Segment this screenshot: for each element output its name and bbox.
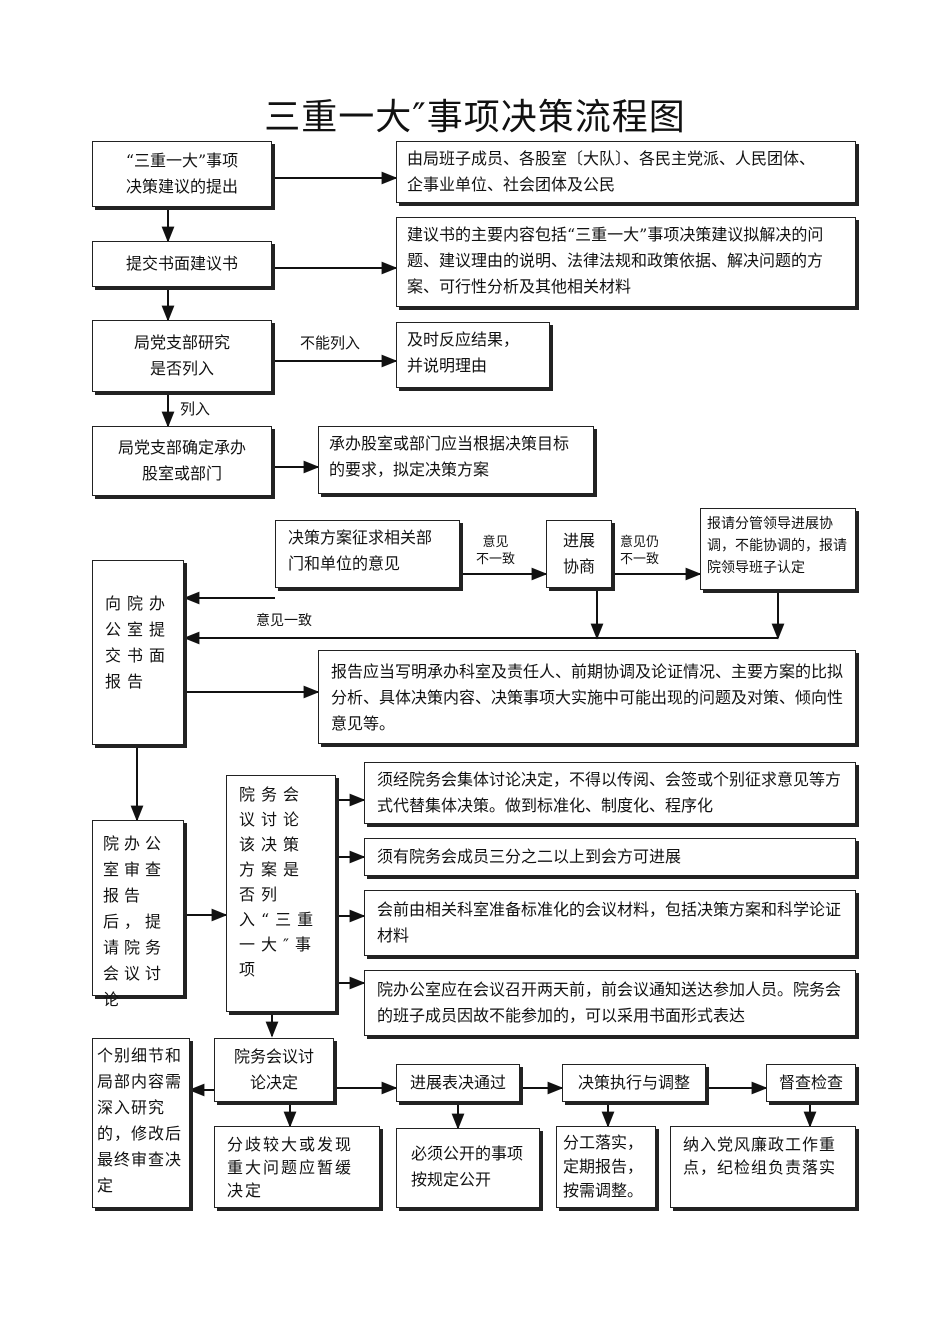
page-title: 三重一大″事项决策流程图 <box>264 97 686 138</box>
listed-label: 列入 <box>180 400 211 418</box>
meeting-decide-box: 院务会议讨 论决定 <box>214 1038 334 1102</box>
execute-adjust-box: 决策执行与调整 <box>562 1064 706 1102</box>
vote-pass-box: 进展表决通过 <box>396 1064 520 1102</box>
divide-work-note: 分工落实， 定期报告， 按需调整。 <box>556 1126 656 1208</box>
office-review-box: 院办公室审查报告后，提请院务会议讨论 <box>92 820 184 1009</box>
details-review-box: 个别细节和局部内容需深入研究的，修改后最终审查决定 <box>92 1038 190 1208</box>
agree-label: 意见一致 <box>256 613 312 629</box>
meeting-discuss-box: 院务会议讨论该决策方案是否列入“三重一大″事项 <box>226 775 336 1012</box>
research-box: 局党支部研究 是否列入 <box>92 320 272 392</box>
proposal-box: “三重一大”事项 决策建议的提出 <box>92 141 272 207</box>
not-listed-label: 不能列入 <box>300 334 361 352</box>
still-disagree-label: 意见仍 不一致 <box>620 535 660 567</box>
proposal-content-note: 建议书的主要内容包括“三重一大”事项决策建议拟解决的问题、建议理由的说明、法律法… <box>396 217 856 307</box>
assign-dept-note: 承办股室或部门应当根据决策目标的要求，拟定决策方案 <box>318 426 594 494</box>
submit-proposal-box: 提交书面建议书 <box>92 241 272 287</box>
negotiate-box: 进展 协商 <box>546 520 612 588</box>
assign-dept-box: 局党支部确定承办 股室或部门 <box>92 426 272 496</box>
rule-notice: 院办公室应在会议召开两天前，前会议通知送达参加人员。院务会的班子成员因故不能参加… <box>364 970 856 1036</box>
rule-materials: 会前由相关科室准备标准化的会议材料，包括决策方案和科学论证材料 <box>364 890 856 956</box>
postpone-note: 分歧较大或发现重大问题应暂缓决定 <box>214 1126 380 1208</box>
disagree-label: 意见 不一致 <box>476 535 516 567</box>
rule-quorum: 须有院务会成员三分之二以上到会方可进展 <box>364 838 856 876</box>
integrate-note: 纳入党风廉政工作重点，纪检组负责落实 <box>670 1126 856 1208</box>
reject-reason-note: 及时反应结果， 并说明理由 <box>396 322 550 388</box>
proposal-source-note: 由局班子成员、各股室〔大队〕、各民主党派、人民团体、 企事业单位、社会团体及公民 <box>396 141 856 203</box>
report-content-note: 报告应当写明承办科室及责任人、前期协调及论证情况、主要方案的比拟分析、具体决策内… <box>318 650 856 744</box>
rule-collective-decision: 须经院务会集体讨论决定，不得以传阅、会签或个别征求意见等方式代替集体决策。做到标… <box>364 762 856 824</box>
supervise-box: 督查检查 <box>766 1064 856 1102</box>
escalate-leader-box: 报请分管领导进展协调，不能协调的，报请院领导班子认定 <box>700 508 856 590</box>
publicize-note: 必须公开的事项按规定公开 <box>396 1128 540 1208</box>
solicit-opinion-box: 决策方案征求相关部门和单位的意见 <box>275 520 460 588</box>
submit-report-box: 向院办公室提交书面报告 <box>92 560 184 745</box>
